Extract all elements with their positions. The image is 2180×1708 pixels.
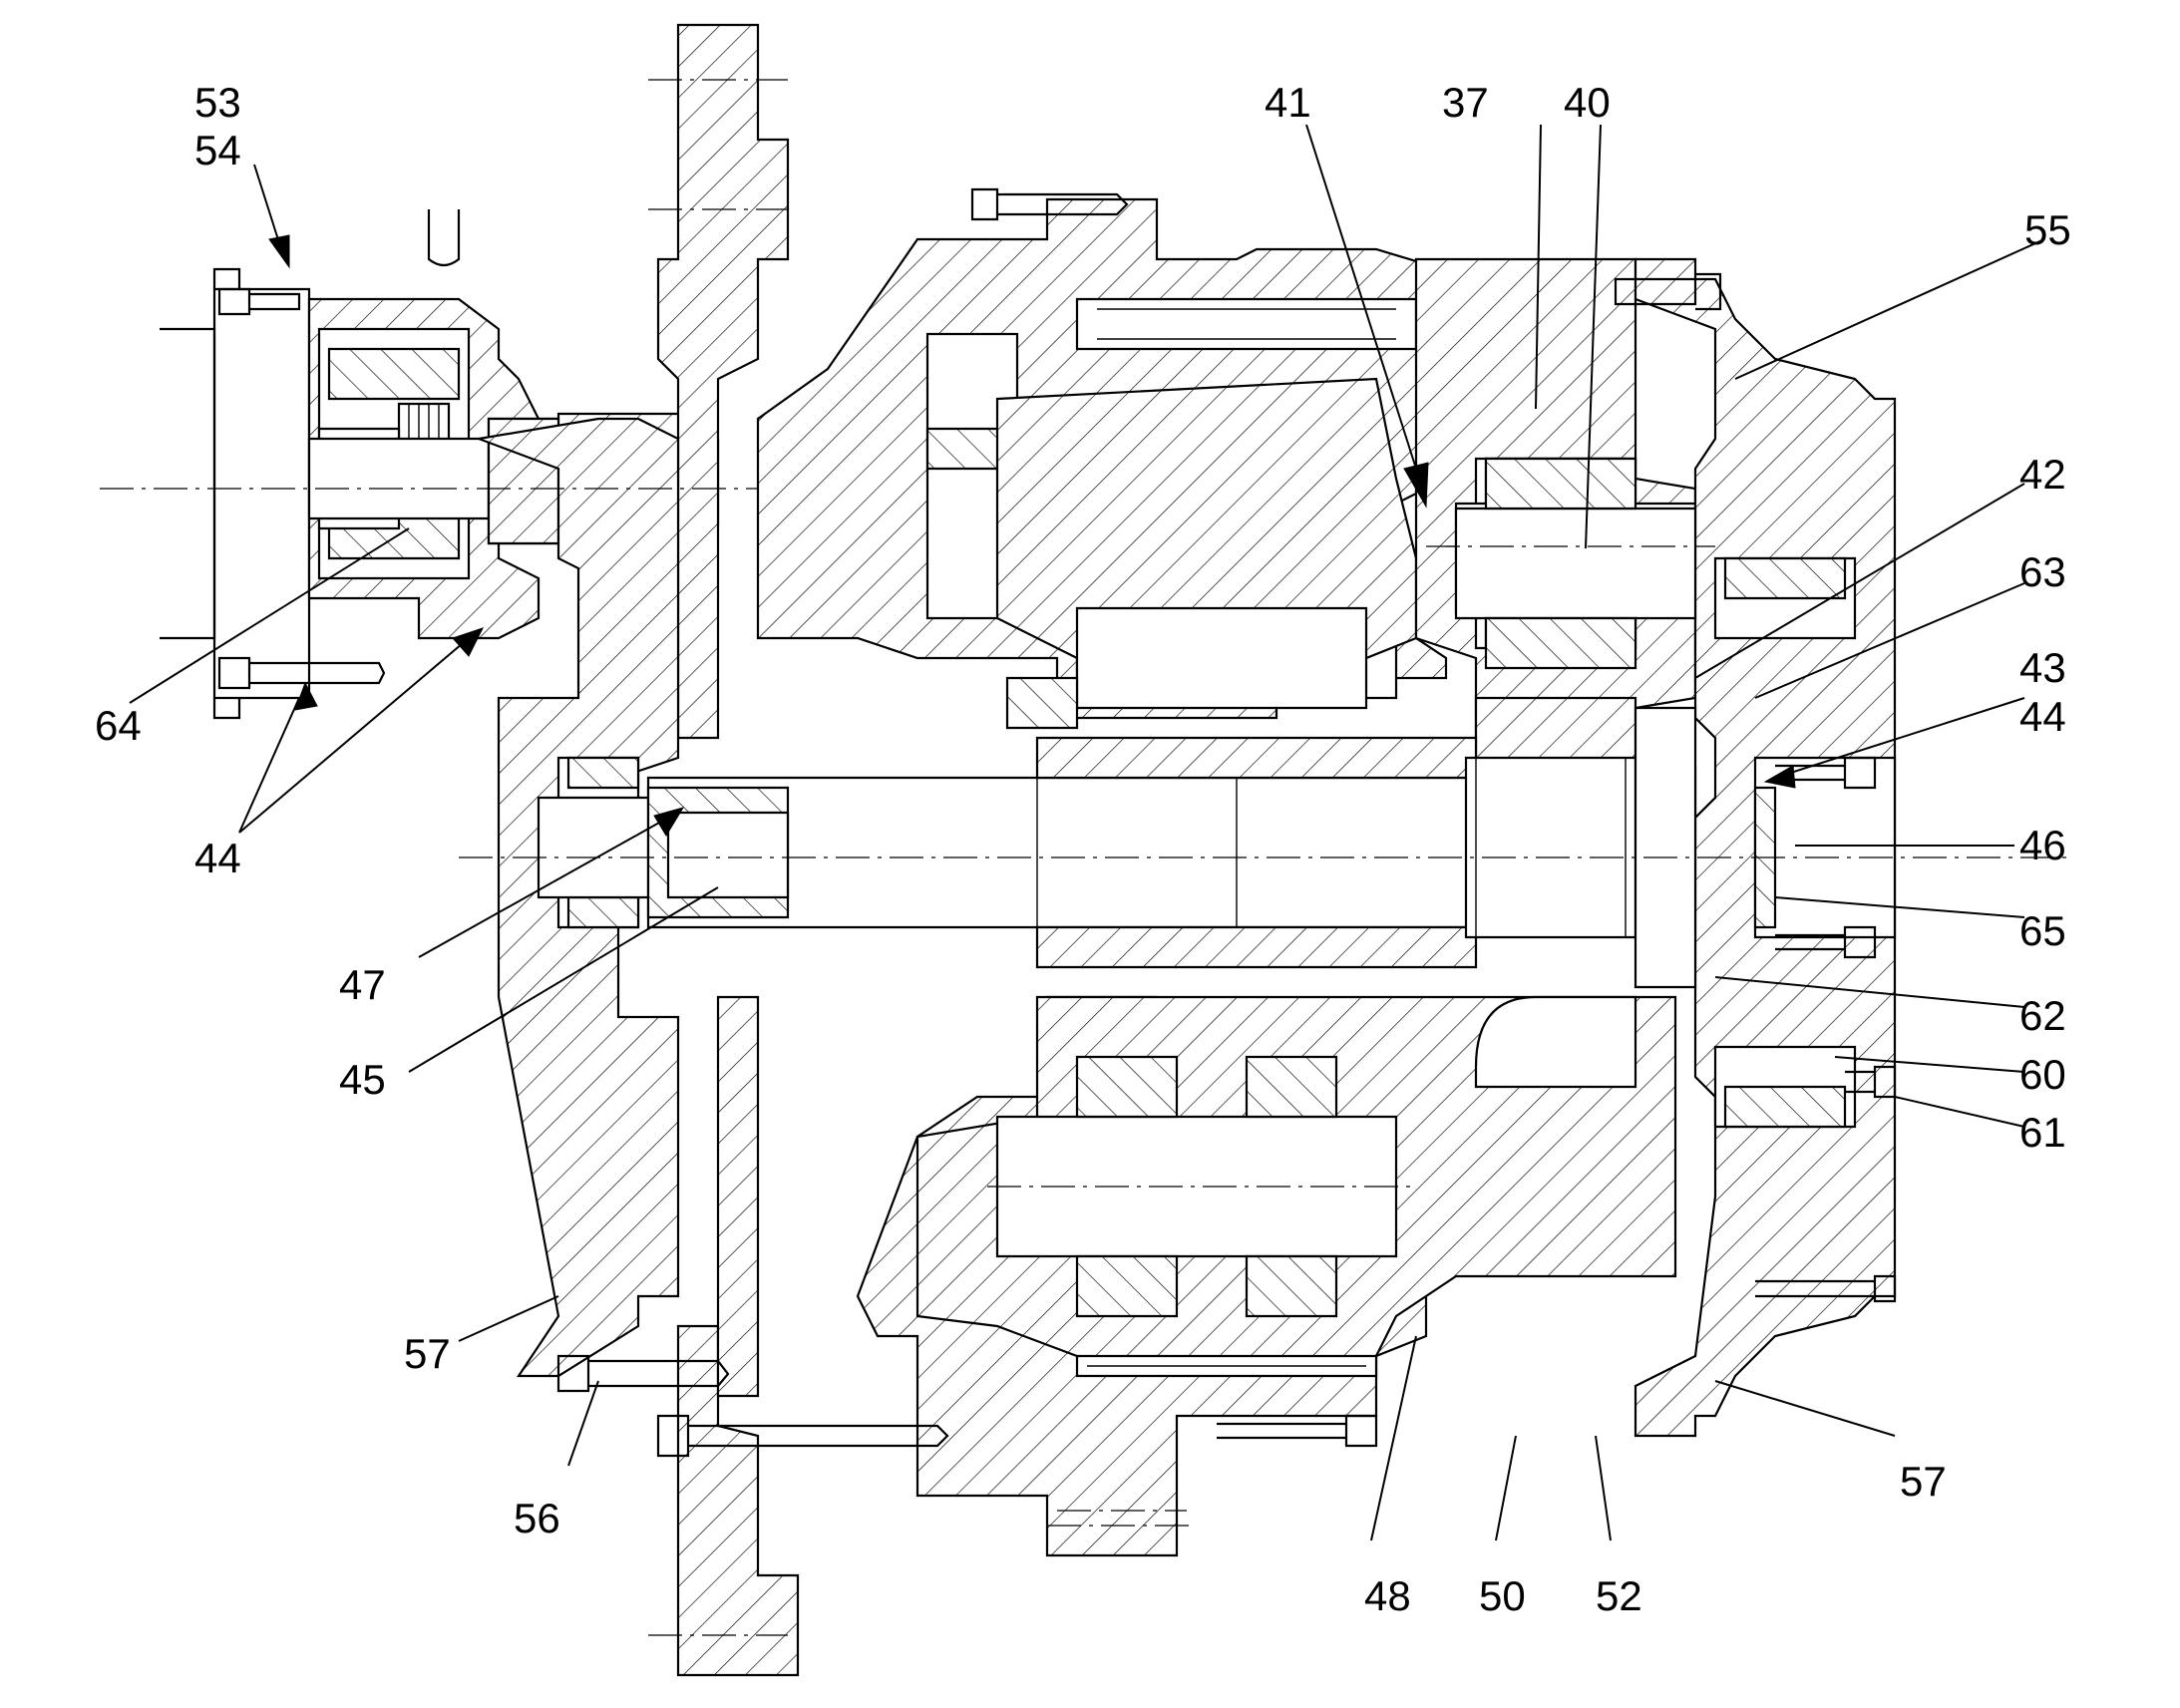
label-52: 52 — [1596, 1572, 1642, 1619]
label-44-left: 44 — [194, 835, 241, 881]
label-43: 43 — [2019, 644, 2066, 691]
mounting-flange-plate — [648, 23, 800, 1677]
lower-gear — [915, 995, 1677, 1358]
label-55: 55 — [2024, 206, 2071, 253]
bolts — [217, 187, 1897, 1458]
part-labels: 53 54 41 37 40 55 42 63 43 44 46 65 62 6… — [95, 79, 2071, 1619]
label-42: 42 — [2019, 451, 2066, 498]
label-57-right: 57 — [1900, 1458, 1947, 1505]
leader-lines — [129, 124, 2045, 1541]
center-lines — [100, 488, 2074, 1527]
label-64: 64 — [95, 702, 142, 749]
label-37: 37 — [1442, 79, 1489, 126]
label-46: 46 — [2019, 822, 2066, 868]
label-44-right: 44 — [2019, 693, 2066, 740]
label-57-left: 57 — [404, 1330, 451, 1377]
upper-gear — [995, 377, 1418, 730]
planet-pin — [1454, 457, 1697, 670]
label-63: 63 — [2019, 548, 2066, 595]
label-53: 53 — [194, 79, 241, 126]
label-40: 40 — [1564, 79, 1611, 126]
label-41: 41 — [1265, 79, 1311, 126]
label-54: 54 — [194, 127, 241, 173]
label-65: 65 — [2019, 907, 2066, 954]
label-61: 61 — [2019, 1109, 2066, 1156]
label-62: 62 — [2019, 992, 2066, 1039]
label-56: 56 — [514, 1495, 560, 1541]
label-50: 50 — [1479, 1572, 1526, 1619]
label-47: 47 — [339, 961, 386, 1008]
label-45: 45 — [339, 1056, 386, 1103]
label-60: 60 — [2019, 1051, 2066, 1098]
label-48: 48 — [1364, 1572, 1411, 1619]
sun-shaft — [646, 706, 1697, 989]
